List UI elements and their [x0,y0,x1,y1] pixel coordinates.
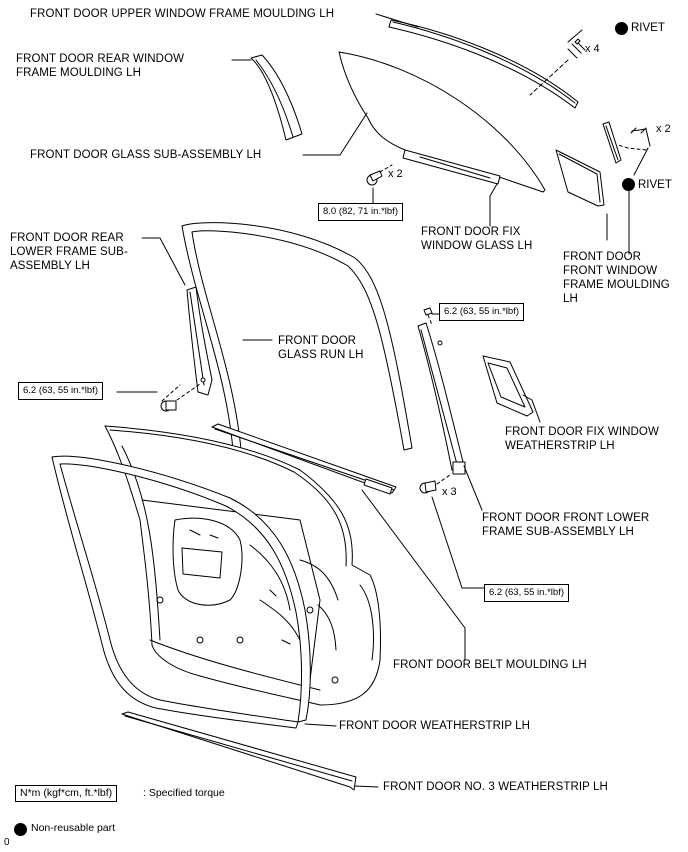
label-glass-run: FRONT DOOR GLASS RUN LH [278,335,364,361]
label-no3-weatherstrip: FRONT DOOR NO. 3 WEATHERSTRIP LH [383,781,608,793]
label-rear-lower-frame: FRONT DOOR REAR LOWER FRAME SUB- ASSEMBL… [10,232,128,272]
qty-glass-bolts: x 2 [388,168,403,180]
front-lower-bolt-bottom-part [419,480,437,494]
label-door-weatherstrip: FRONT DOOR WEATHERSTRIP LH [339,720,531,732]
non-reusable-mark-icon [615,22,628,35]
door-panel-part [104,425,381,706]
door-weatherstrip-part [51,455,311,729]
fix-window-weatherstrip-part [482,355,534,417]
torque-rear-lower: 6.2 (63, 55 in.*lbf) [18,382,103,400]
torque-front-lower-bottom: 6.2 (63, 55 in.*lbf) [484,584,569,602]
belt-moulding-part [211,423,397,495]
door-glass-part [338,51,546,193]
non-reusable-legend-icon [14,823,27,836]
rivet-label-right: RIVET [638,179,672,191]
legend-non-reusable: Non-reusable part [31,822,116,834]
non-reusable-mark-icon [622,178,635,191]
label-glass-sub-assembly: FRONT DOOR GLASS SUB-ASSEMBLY LH [30,149,262,161]
rear-window-frame-moulding-part [250,54,303,141]
front-window-frame-moulding-part [602,121,622,164]
no3-weatherstrip-part [121,711,357,791]
leader-lines [116,13,651,788]
rivets-right-part [630,127,647,134]
front-lower-bolt-top-part [423,307,433,326]
corner-mark: 0 [4,837,10,848]
rivet-label-upper: RIVET [631,22,665,34]
rear-lower-bolt-part [160,400,177,412]
legend-torque-desc: : Specified torque [143,787,225,799]
label-upper-window-frame-moulding: FRONT DOOR UPPER WINDOW FRAME MOULDING L… [30,8,335,20]
glass-bolt-part [366,164,393,186]
label-front-window-frame-moulding: FRONT DOOR FRONT WINDOW FRAME MOULDING L… [563,251,670,305]
torque-front-lower-top: 6.2 (63, 55 in.*lbf) [439,303,524,321]
legend-torque-unit: N*m (kgf*cm, ft.*lbf) [15,785,118,802]
qty-rivets-right: x 2 [656,123,671,135]
front-lower-frame-part [417,322,466,475]
rivets-upper-part [567,38,586,59]
label-rear-window-frame-moulding: FRONT DOOR REAR WINDOW FRAME MOULDING LH [16,53,185,79]
label-front-lower-frame: FRONT DOOR FRONT LOWER FRAME SUB-ASSEMBL… [482,512,650,538]
upper-window-frame-moulding-part [388,19,579,109]
rear-lower-frame-part [186,286,213,396]
label-fix-window-glass: FRONT DOOR FIX WINDOW GLASS LH [421,226,533,252]
qty-front-lower-bolts: x 3 [442,486,457,498]
fix-window-glass-part [555,149,605,207]
label-fix-window-weatherstrip: FRONT DOOR FIX WINDOW WEATHERSTRIP LH [505,426,659,452]
qty-rivets-upper: x 4 [585,43,600,55]
label-belt-moulding: FRONT DOOR BELT MOULDING LH [393,659,587,671]
torque-glass-bolt: 8.0 (82, 71 in.*lbf) [318,203,403,221]
